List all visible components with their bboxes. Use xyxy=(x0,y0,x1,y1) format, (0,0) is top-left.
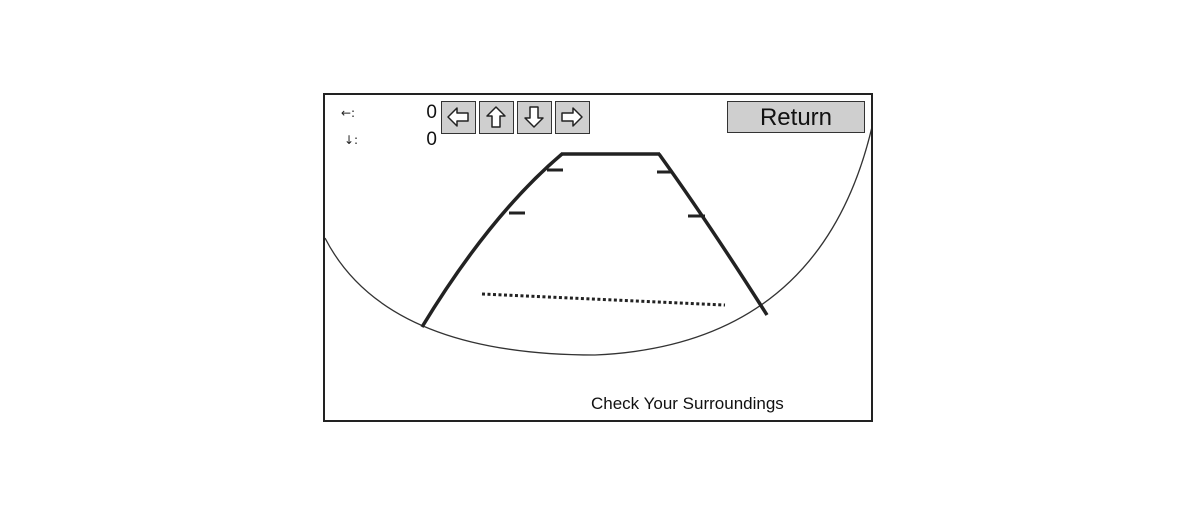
horizontal-offset-label: ←: xyxy=(341,106,356,120)
horizontal-offset-value: 0 xyxy=(426,102,437,123)
rear-camera-screen: ←: 0 ↓: 0 Return Check Your Surroundings xyxy=(323,93,873,422)
camera-edge-curve xyxy=(325,127,871,356)
move-right-button[interactable] xyxy=(555,101,590,134)
move-left-button[interactable] xyxy=(441,101,476,134)
vertical-offset-label: ↓: xyxy=(344,133,359,147)
trajectory-dotted-line xyxy=(481,292,726,307)
guide-line-left xyxy=(420,152,564,328)
guide-line-right xyxy=(657,152,769,316)
move-down-button[interactable] xyxy=(517,101,552,134)
arrow-up-icon xyxy=(486,106,506,128)
status-message: Check Your Surroundings xyxy=(591,394,784,413)
return-button[interactable]: Return xyxy=(727,101,865,133)
vertical-offset-value: 0 xyxy=(426,129,437,150)
move-up-button[interactable] xyxy=(479,101,514,134)
arrow-right-icon xyxy=(561,107,583,127)
arrow-down-icon xyxy=(524,106,544,128)
camera-view xyxy=(325,127,871,356)
arrow-left-icon xyxy=(447,107,469,127)
